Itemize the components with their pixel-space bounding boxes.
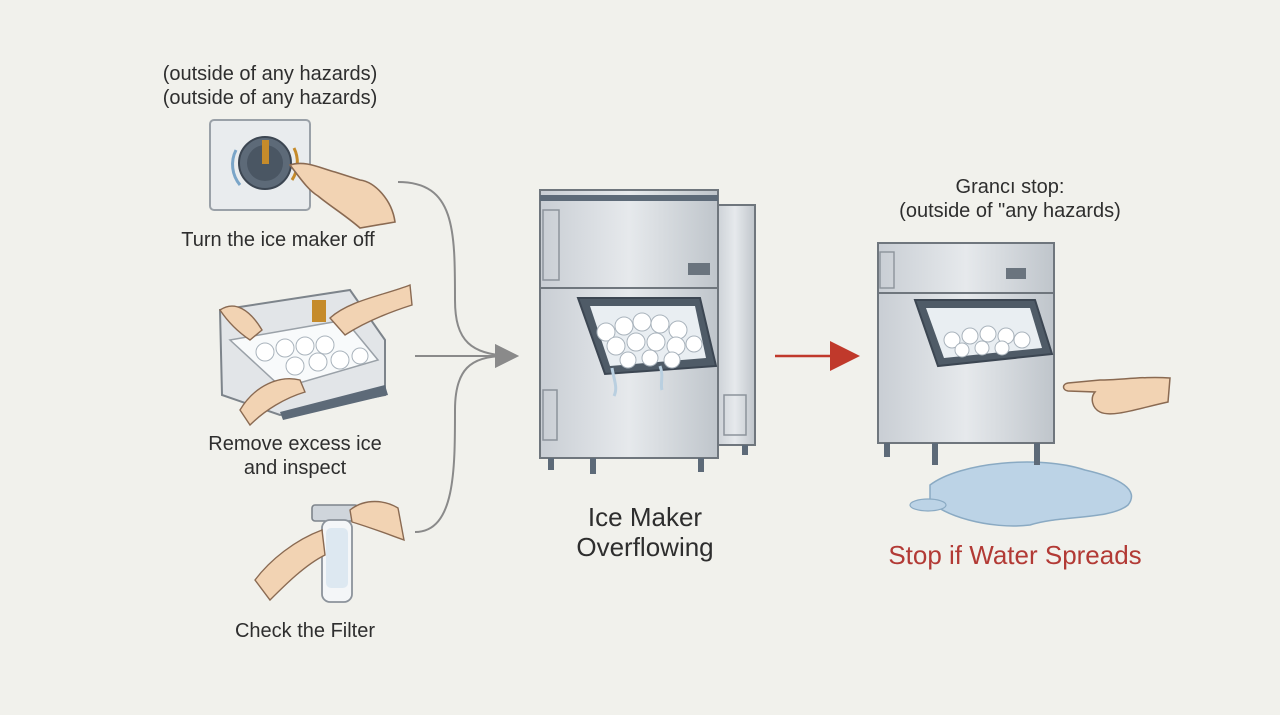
converging-arrows (397, 181, 519, 533)
step-remove-ice-label-1: Remove excess ice (208, 433, 382, 455)
right-note-line-2: (outside of "any hazards) (899, 200, 1121, 222)
ice-maker-small-icon (877, 242, 1055, 465)
pointing-hand-icon (1062, 376, 1171, 415)
top-note-line-2: (outside of any hazards) (162, 87, 378, 109)
center-title-line-1: Ice Maker (587, 502, 703, 532)
step-remove-ice-label-2: and inspect (243, 457, 347, 479)
step-check-filter-label: Check the Filter (234, 620, 376, 642)
ice-bin-icon (218, 284, 413, 427)
center-title-line-2: Overflowing (576, 532, 714, 562)
water-filter-icon (254, 500, 405, 603)
right-note-line-1: Grancı stop: (955, 176, 1065, 198)
top-note-line-1: (outside of any hazards) (162, 63, 378, 85)
warning-label: Stop if Water Spreads (888, 540, 1142, 570)
hand-icon (288, 162, 396, 229)
step-turn-off-label: Turn the ice maker off (181, 229, 375, 251)
ice-maker-icon (539, 189, 756, 474)
water-puddle-icon (909, 461, 1133, 527)
